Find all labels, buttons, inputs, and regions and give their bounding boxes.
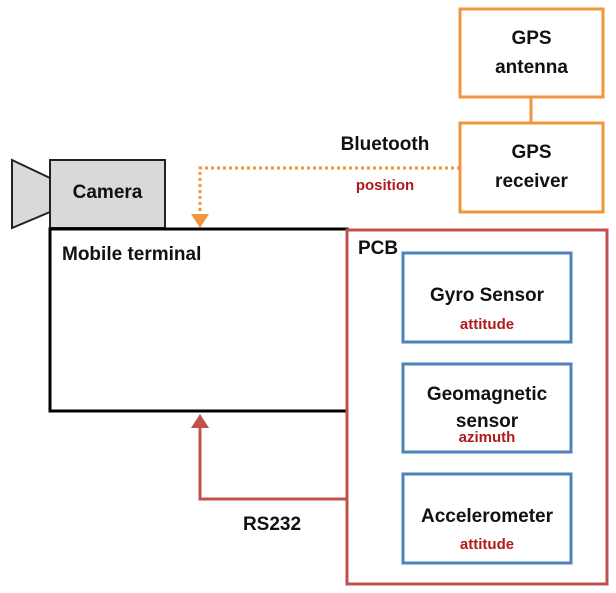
gps-antenna-box	[458, 7, 605, 99]
gps-antenna-label: GPS antenna	[460, 24, 603, 82]
bluetooth-link	[198, 166, 460, 220]
gyro-sensor-data: attitude	[459, 316, 515, 333]
gps-receiver-label: GPS receiver	[460, 138, 603, 196]
geomagnetic-sensor-data: azimuth	[458, 429, 516, 446]
rs232-label: RS232	[242, 514, 302, 535]
gps-antenna-line2: antenna	[495, 57, 568, 78]
gyro-sensor-box	[401, 251, 573, 344]
pcb-label: PCB	[358, 238, 399, 259]
rs232-arrowhead	[191, 414, 209, 428]
accelerometer-data: attitude	[459, 536, 515, 553]
geomagnetic-sensor-box	[401, 362, 573, 454]
bluetooth-data-label: position	[355, 177, 415, 194]
geomagnetic-line1: Geomagnetic	[426, 384, 548, 405]
accelerometer-box	[401, 472, 573, 565]
gyro-sensor-label: Gyro Sensor	[429, 285, 545, 306]
bluetooth-label: Bluetooth	[340, 134, 430, 155]
geomagnetic-line2: sensor	[455, 411, 519, 432]
gps-antenna-line1: GPS	[511, 28, 552, 49]
gps-receiver-line2: receiver	[495, 171, 568, 192]
pcb-box	[345, 228, 609, 586]
mobile-terminal-label: Mobile terminal	[62, 244, 202, 265]
bluetooth-arrowhead	[191, 214, 209, 228]
gps-receiver-box	[458, 121, 605, 214]
accelerometer-label: Accelerometer	[420, 506, 554, 527]
geomagnetic-sensor-label: Geomagnetic sensor	[403, 381, 571, 435]
camera-icon	[11, 158, 166, 230]
camera-label: Camera	[72, 182, 143, 203]
rs232-link	[198, 428, 347, 501]
gps-receiver-line1: GPS	[511, 142, 552, 163]
